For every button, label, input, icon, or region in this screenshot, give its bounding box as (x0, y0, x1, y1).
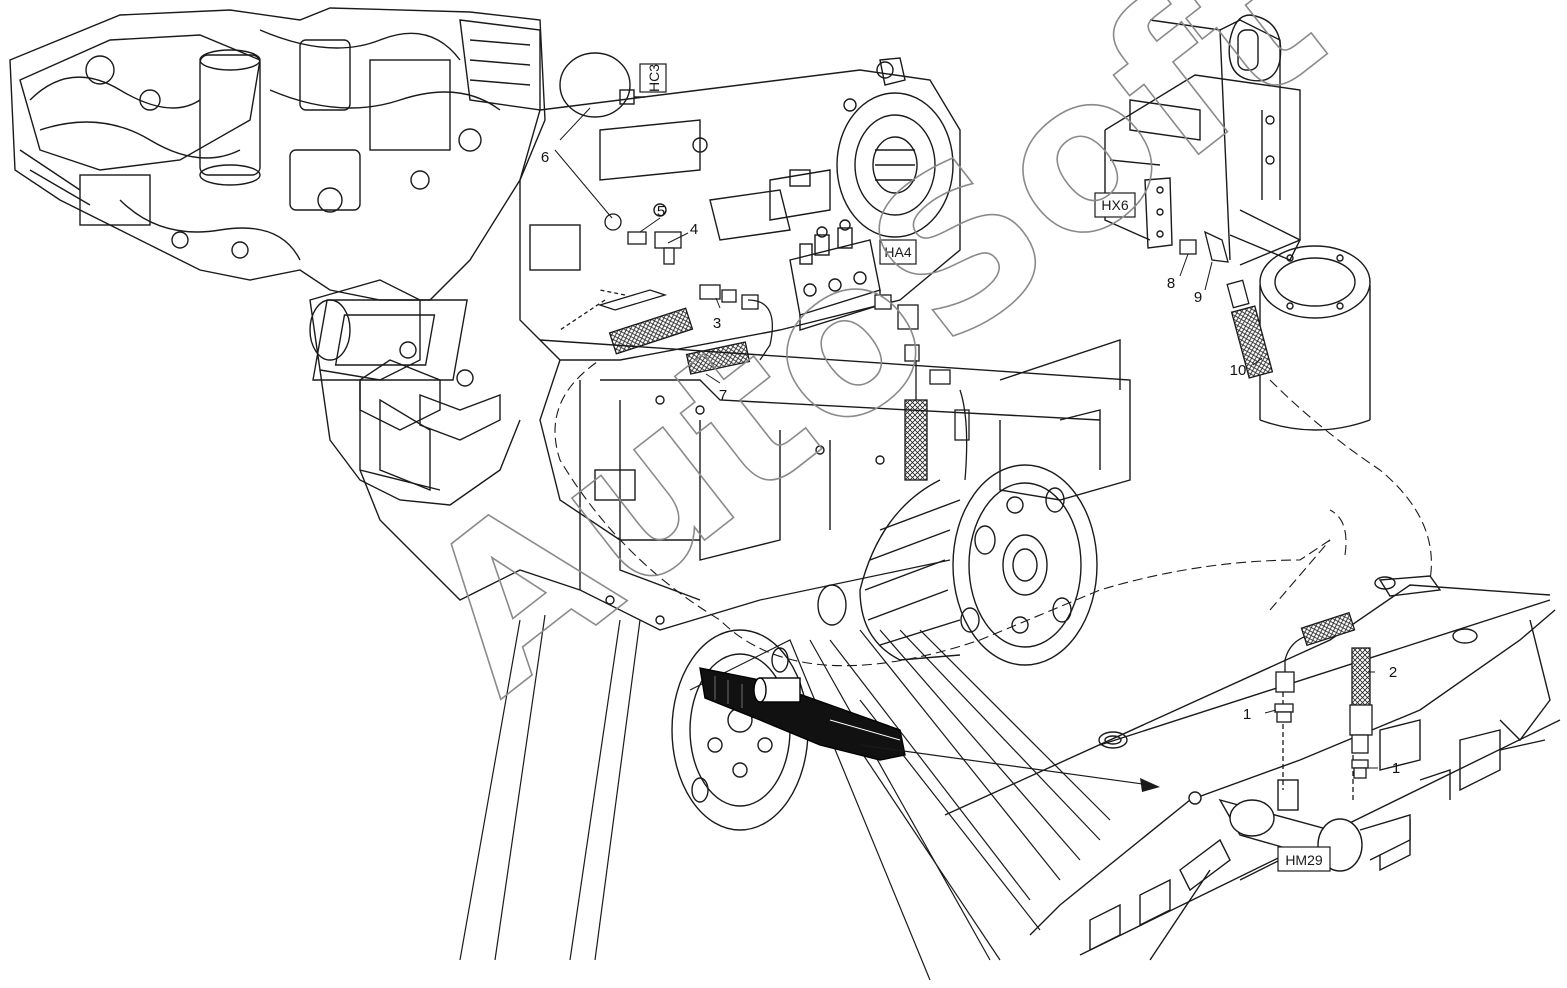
drive-pulley (859, 464, 1098, 666)
routing-lines (554, 359, 1432, 667)
callout-6: 6 (541, 149, 549, 166)
accumulator-hc3 (559, 52, 645, 118)
tag-hx6-label: HX6 (1101, 197, 1128, 213)
tag-hc3-box (639, 63, 667, 93)
callout-1-left: 1 (1243, 706, 1251, 723)
engine-assembly (9, 7, 546, 506)
watermark-text: AutoSoft (380, 0, 1366, 739)
callout-4: 4 (690, 221, 698, 238)
elbow-fitting (897, 304, 919, 330)
tag-ha4-box (879, 239, 917, 265)
callout-8: 8 (1167, 275, 1175, 292)
tag-ha4-label: HA4 (884, 244, 911, 260)
hose-3-braid (608, 307, 694, 355)
assembly-arrow (859, 744, 1160, 792)
hydraulic-motor-highlight (699, 667, 906, 761)
feeder-housing-frame (944, 575, 1561, 961)
fitting-1-pair (1274, 703, 1369, 779)
callout-10: 10 (1230, 362, 1247, 379)
tag-hx6-box (1094, 192, 1136, 218)
callout-2: 2 (1389, 664, 1397, 681)
tag-hc3-label: HC3 (646, 64, 662, 92)
callout-5: 5 (657, 203, 665, 220)
fitting-5-adapter (627, 231, 647, 245)
tag-hm29-box (1277, 846, 1331, 872)
callout-1-right: 1 (1392, 760, 1400, 777)
valve-block-ha4 (789, 219, 881, 331)
callout-7: 7 (719, 387, 727, 404)
hose-10-assembly (1179, 230, 1274, 379)
reservoir-bracket (1104, 14, 1301, 266)
fitting-6-nut (604, 213, 622, 231)
fitting-3-elbow (699, 284, 721, 300)
tag-hm29-label: HM29 (1285, 852, 1323, 868)
feeder-belt (459, 559, 1111, 981)
leader-lines (554, 107, 1378, 769)
oil-filter-cylinder (1259, 245, 1371, 431)
transmission-housing (519, 57, 961, 541)
fitting-4-tee (654, 231, 682, 249)
fittings-group (604, 213, 951, 385)
chassis-frame (359, 339, 1131, 631)
callout-3: 3 (713, 315, 721, 332)
hose-7-braid (685, 341, 751, 375)
callout-9: 9 (1194, 289, 1202, 306)
hose-assemblies (559, 289, 970, 481)
hose-2-assembly (1275, 611, 1373, 800)
